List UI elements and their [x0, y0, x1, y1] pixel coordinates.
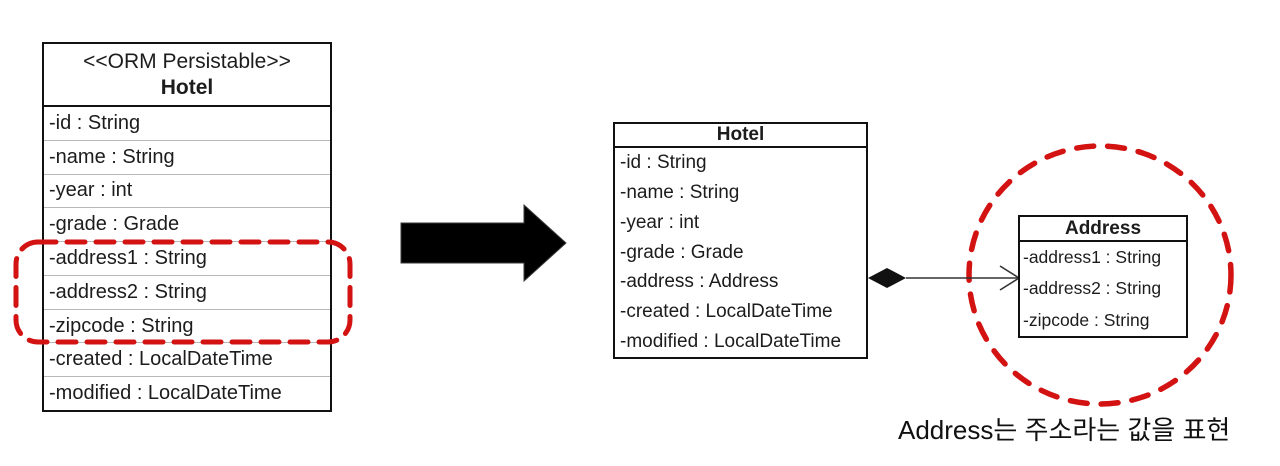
- class-attribute: -zipcode : String: [1023, 309, 1150, 330]
- class-name: Hotel: [716, 124, 765, 145]
- class-header: Hotel: [615, 124, 866, 148]
- class-box-hotel-before: <<ORM Persistable>> Hotel -id : String -…: [42, 42, 332, 412]
- class-attribute: -grade : Grade: [44, 207, 330, 241]
- class-attribute: -id : String: [620, 151, 707, 173]
- highlight-dashed-rect-icon: [10, 236, 356, 348]
- composition-connector-icon: [860, 255, 1025, 301]
- class-attribute: -created : LocalDateTime: [620, 301, 833, 323]
- class-box-hotel-after: Hotel -id : String -name : String -year …: [613, 122, 868, 359]
- class-attribute: -address : Address: [620, 271, 779, 293]
- class-header: <<ORM Persistable>> Hotel: [44, 44, 330, 107]
- class-attribute: -modified : LocalDateTime: [44, 376, 330, 410]
- class-name: Address: [1064, 217, 1142, 239]
- class-attribute: -modified : LocalDateTime: [620, 331, 842, 353]
- class-attribute: -name : String: [620, 181, 740, 203]
- class-attribute: -name : String: [44, 139, 330, 174]
- attribute-list: -address1 : String -address2 : String -z…: [1020, 242, 1186, 336]
- class-name: Hotel: [160, 75, 214, 99]
- class-box-address: Address -address1 : String -address2 : S…: [1018, 215, 1188, 338]
- class-attribute: -zipcode : String: [44, 308, 330, 343]
- attribute-list: -id : String -name : String -year : int …: [615, 148, 866, 357]
- class-stereotype: <<ORM Persistable>>: [83, 50, 291, 74]
- class-attribute: -year : int: [44, 173, 330, 208]
- class-attribute: -id : String: [49, 111, 141, 134]
- class-header: Address: [1020, 217, 1186, 242]
- diagram-caption: Address는 주소라는 값을 표현: [898, 415, 1231, 445]
- class-attribute: -address1 : String: [1023, 247, 1162, 268]
- class-attribute: -address2 : String: [44, 274, 330, 309]
- transform-arrow-icon: [398, 201, 570, 285]
- class-attribute: -grade : Grade: [620, 241, 744, 263]
- highlight-dashed-circle-icon: [962, 139, 1238, 411]
- class-attribute: -address2 : String: [1023, 278, 1162, 299]
- class-attribute: -year : int: [620, 211, 700, 233]
